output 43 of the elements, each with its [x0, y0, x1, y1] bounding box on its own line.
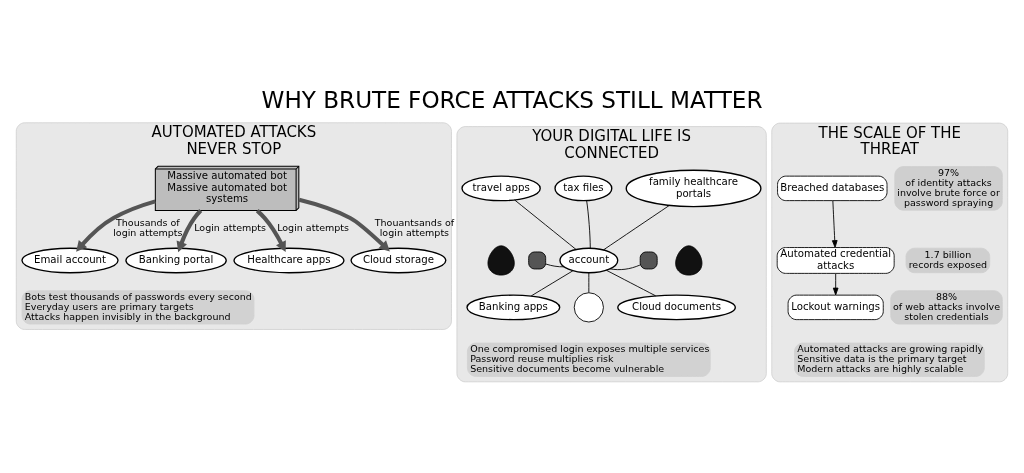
arrow	[298, 197, 390, 251]
node-ellipse: family healthcare portals	[625, 169, 762, 207]
diagram-title: WHY BRUTE FORCE ATTACKS STILL MATTER	[261, 86, 763, 113]
edge-label: Login attempts	[194, 221, 267, 233]
node-box: Automated attacks are growing rapidly Sensitive data is the primary target Modern attacks are highly scalable	[794, 342, 985, 377]
connector	[586, 199, 591, 248]
edge-label: Login attempts	[277, 221, 350, 233]
node-box	[639, 251, 658, 269]
node-ellipse: Email account	[21, 247, 119, 273]
node-ellipse: travel apps	[461, 174, 541, 201]
connector	[530, 269, 574, 296]
arrow	[831, 199, 838, 248]
node-box: Lockout warnings	[787, 294, 884, 320]
node-person	[675, 244, 703, 275]
connector	[603, 204, 670, 250]
node-ellipse: Banking apps	[466, 293, 561, 320]
arrow	[176, 208, 203, 252]
edge-label: Thousands of login attempts	[113, 216, 183, 238]
node-ellipse: tax files	[554, 174, 613, 201]
node-circle	[573, 291, 604, 322]
connector	[514, 199, 577, 250]
node-box	[528, 251, 547, 269]
node-ellipse: Healthcare apps	[233, 247, 345, 273]
node-box: One compromised login exposes multiple services Password reuse multiplies risk Sensitive documents become vulnerable	[467, 342, 711, 377]
node-ellipse: account	[559, 247, 619, 273]
connector	[605, 269, 657, 296]
node-ellipse: Cloud documents	[617, 293, 736, 320]
connector	[588, 271, 590, 293]
node-box: 1.7 billion records exposed	[905, 247, 991, 273]
node-box: 97% of identity attacks involve brute force or password spraying	[894, 165, 1003, 211]
node-box: Automated credential attacks	[776, 246, 895, 274]
arrow	[76, 198, 156, 252]
node-box: Breached databases	[777, 175, 888, 201]
connector	[545, 263, 565, 267]
arrow	[255, 208, 286, 252]
node-box: 88% of web attacks involve stolen credentials	[890, 289, 1003, 324]
node-person	[487, 244, 515, 275]
arrow	[832, 272, 839, 295]
node-ellipse: Banking portal	[125, 247, 227, 273]
node-ellipse: Cloud storage	[350, 247, 447, 273]
edge-label: Thouantsands of login attempts	[374, 216, 455, 238]
connector	[609, 264, 641, 270]
node-box: Bots test thousands of passwords every second Everyday users are primary targets Attacks happen invisibly in the background	[21, 289, 255, 324]
